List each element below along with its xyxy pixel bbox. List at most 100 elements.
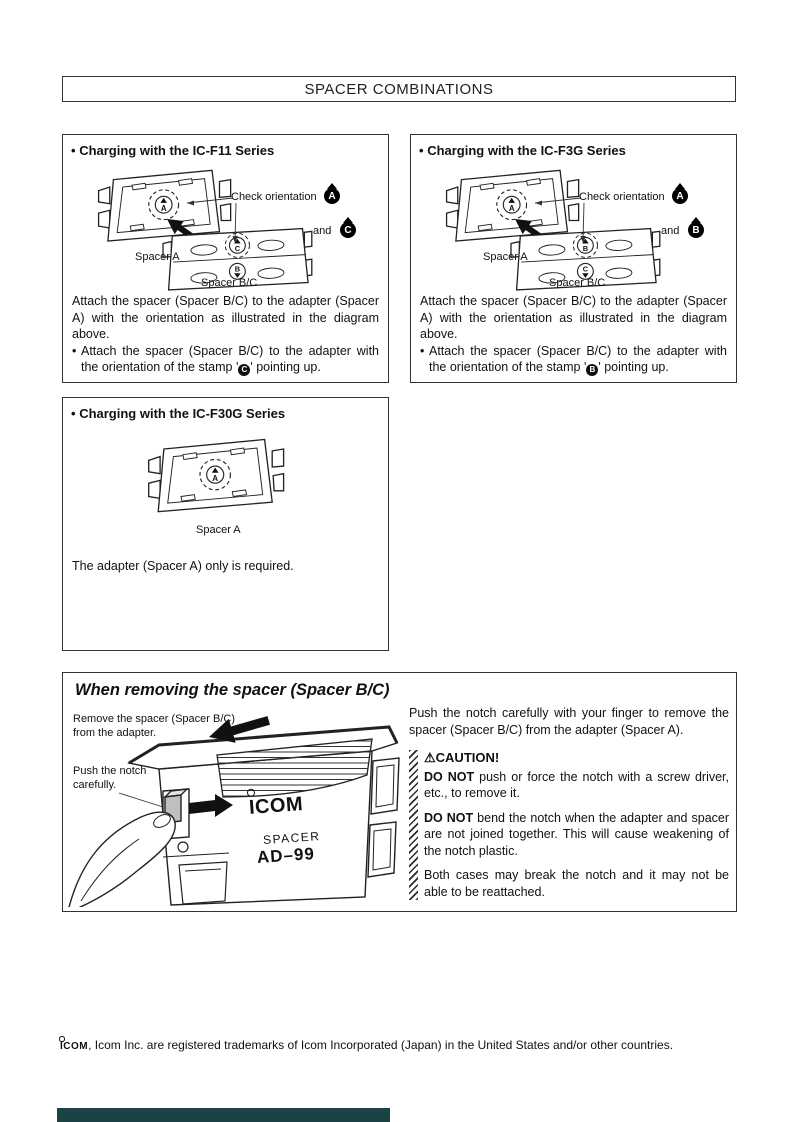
spacer-bc-drawing: C B <box>162 227 313 291</box>
heading-bullet: • <box>419 143 424 158</box>
badge-letter: C <box>340 222 356 238</box>
body-paragraph: The adapter (Spacer A) only is required. <box>72 559 294 573</box>
spacer-a-drawing: A <box>148 438 285 513</box>
remove-direction-arrow <box>209 716 270 743</box>
and-label: and <box>661 225 680 237</box>
push-notch-label-line1: Push the notch <box>73 765 147 777</box>
orientation-badge-a: A <box>672 183 688 204</box>
body-paragraph: Attach the spacer (Spacer B/C) to the ad… <box>420 294 727 341</box>
spacer-a-drawing: A <box>97 169 232 242</box>
leader-lines <box>534 197 586 243</box>
badge-arrow-icon <box>691 217 701 223</box>
and-label: and <box>313 225 332 237</box>
section-ic-f11: • Charging with the IC-F11 Series <box>62 134 389 383</box>
device-logo: ICOM <box>246 788 304 820</box>
spacer-pair-illustration: A <box>97 169 313 291</box>
bullet-text: Attach the spacer (Spacer B/C) to the ad… <box>81 343 379 376</box>
badge-letter: B <box>688 222 704 238</box>
caution-item-bold: DO NOT <box>424 810 474 825</box>
orientation-badge-a: A <box>324 183 340 204</box>
spacer-bc-bottom-stamp-letter: C <box>583 264 589 273</box>
spacer-a-drawing: A <box>445 169 580 242</box>
removal-diagram: Remove the spacer (Spacer B/C) from the … <box>67 705 412 907</box>
section-ic-f3g: • Charging with the IC-F3G Series A <box>410 134 737 383</box>
section-heading: • Charging with the IC-F3G Series <box>419 143 626 158</box>
badge-arrow-icon <box>343 217 353 223</box>
spacer-a-label: Spacer A <box>483 251 528 263</box>
caution-item-text: Both cases may break the notch and it ma… <box>424 868 729 899</box>
text-after-stamp: ' pointing up. <box>598 360 669 374</box>
push-notch-label-line2: carefully. <box>73 778 117 791</box>
spacer-a-stamp-letter: A <box>509 204 515 213</box>
caution-item-text: push or force the notch with a screw dri… <box>424 769 729 801</box>
page-title: SPACER COMBINATIONS <box>304 80 494 98</box>
section-heading: • Charging with the IC-F30G Series <box>71 406 285 421</box>
icom-logo-text: ICOM <box>248 793 304 819</box>
badge-letter: A <box>672 188 688 204</box>
removal-illustration <box>68 716 400 907</box>
page-bottom-bar <box>57 1108 390 1122</box>
push-leader-line <box>118 792 164 808</box>
stamp-c-icon: C <box>238 364 251 376</box>
icom-logo: ICOM <box>246 788 304 819</box>
heading-bullet: • <box>71 406 76 421</box>
spacer-bc-top-stamp-letter: C <box>235 244 241 253</box>
icom-ring-icon <box>59 1036 65 1042</box>
section-body: The adapter (Spacer A) only is required. <box>72 558 379 575</box>
removing-instructions: Push the notch carefully with your finge… <box>409 705 729 908</box>
spacer-bc-label: Spacer B/C <box>549 277 606 289</box>
section-ic-f30g: • Charging with the IC-F30G Series A <box>62 397 389 651</box>
spacer-a-illustration: A <box>148 438 285 513</box>
remove-spacer-label-line1: Remove the spacer (Spacer B/C) <box>73 713 236 725</box>
heading-text: Charging with the IC-F3G Series <box>427 143 626 158</box>
bullet: • <box>72 343 77 358</box>
spacer-a-stamp-letter: A <box>161 204 167 213</box>
spacer-a-label: Spacer A <box>135 251 180 263</box>
text-before-stamp: Attach the spacer (Spacer B/C) to the ad… <box>429 343 727 375</box>
heading-bullet: • <box>71 143 76 158</box>
body-paragraph: Attach the spacer (Spacer B/C) to the ad… <box>72 294 379 341</box>
caution-item-bold: DO NOT <box>424 769 475 784</box>
caution-item: Both cases may break the notch and it ma… <box>424 867 729 900</box>
badge-letter: A <box>324 188 340 204</box>
f3g-diagram: A B <box>411 161 736 291</box>
section-heading: • Charging with the IC-F11 Series <box>71 143 274 158</box>
caution-title-row: ⚠CAUTION! <box>424 750 729 767</box>
spacer-pair-illustration: A B <box>445 169 661 291</box>
body-bullet-item: • Attach the spacer (Spacer B/C) to the … <box>72 343 379 376</box>
remove-spacer-label: Remove the spacer (Spacer B/C) from the … <box>73 713 235 740</box>
check-orientation-label: Check orientation <box>579 191 665 203</box>
stamp-b-icon: B <box>586 364 599 376</box>
bullet: • <box>420 343 425 358</box>
spacer-a-label: Spacer A <box>196 524 241 536</box>
removing-paragraph: Push the notch carefully with your finge… <box>409 706 729 737</box>
caution-item-text: bend the notch when the adapter and spac… <box>424 810 730 858</box>
spacer-bc-top-stamp-letter: B <box>583 244 589 253</box>
check-orientation-label: Check orientation <box>231 191 317 203</box>
spacer-a-stamp-letter: A <box>212 474 218 483</box>
finger-drawing <box>68 811 176 907</box>
badge-arrow-icon <box>327 183 337 189</box>
warning-triangle-icon: ⚠ <box>424 750 436 765</box>
orientation-badge-b: B <box>688 217 704 238</box>
caution-title: CAUTION! <box>435 750 500 765</box>
spacer-bc-label: Spacer B/C <box>201 277 258 289</box>
section-body: Attach the spacer (Spacer B/C) to the ad… <box>420 293 727 376</box>
caution-block: ⚠CAUTION! DO NOT push or force the notch… <box>409 750 729 900</box>
caution-item: DO NOT push or force the notch with a sc… <box>424 769 729 802</box>
spacer-bc-drawing: B C <box>510 227 661 291</box>
leader-lines <box>186 197 238 243</box>
bullet-text: Attach the spacer (Spacer B/C) to the ad… <box>429 343 727 376</box>
push-notch-label: Push the notch carefully. <box>73 765 146 792</box>
section-removing-spacer: When removing the spacer (Spacer B/C) <box>62 672 737 912</box>
heading-text: Charging with the IC-F30G Series <box>79 406 286 421</box>
body-bullet-item: • Attach the spacer (Spacer B/C) to the … <box>420 343 727 376</box>
text-after-stamp: ' pointing up. <box>250 360 321 374</box>
removing-heading: When removing the spacer (Spacer B/C) <box>75 681 390 699</box>
trademark-footer: ICOM, Icom Inc. are registered trademark… <box>59 1036 740 1052</box>
f30g-diagram: A Spacer A <box>63 428 388 556</box>
push-direction-arrow <box>189 794 233 817</box>
text-before-stamp: Attach the spacer (Spacer B/C) to the ad… <box>81 343 379 375</box>
icom-logo-small-text: ICOM <box>60 1041 89 1052</box>
